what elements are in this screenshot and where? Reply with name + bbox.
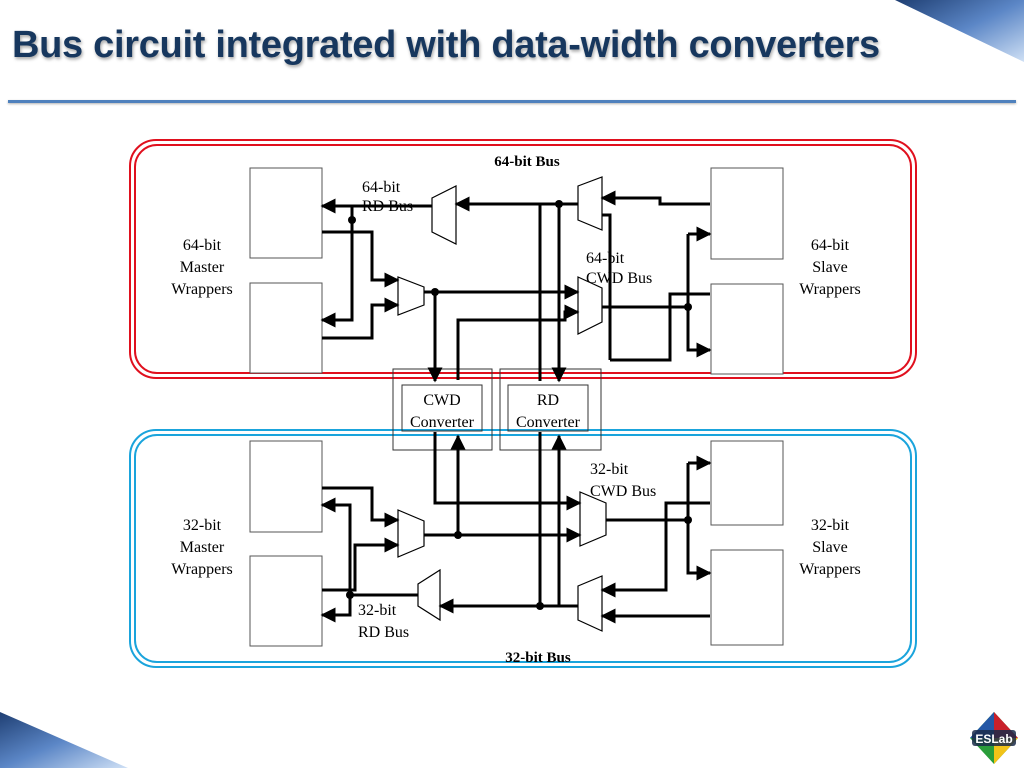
slave-wrapper-32-b [710,549,784,646]
slave-32-label-line3: Wrappers [799,561,861,578]
slave-64-label-line3: Wrappers [799,281,861,298]
junction-dots [346,200,692,610]
corner-decoration-top-right [895,0,1024,62]
mux-32-cwd-slave [579,491,607,547]
slave-64-label-line2: Slave [812,259,848,276]
corner-decoration-bottom-left [0,712,128,768]
title-divider [8,100,1016,103]
rd-converter-label-line2: Converter [516,414,581,431]
slave-wrapper-32-a [710,440,784,526]
cwd-bus-64-label-line1: 64-bit [586,250,625,267]
cwd-converter-label-line2: Converter [410,414,475,431]
frame-64bit [129,139,917,379]
master-64-label-line3: Wrappers [171,281,233,298]
master-64-label-line2: Master [180,259,225,276]
master-32-label-line3: Wrappers [171,561,233,578]
eslab-logo: ESLab [970,712,1018,764]
cwd-converter-inner [401,384,483,432]
eslab-logo-text: ESLab [975,732,1012,746]
cwd-bus-32-label-line1: 32-bit [590,461,629,478]
mux-32-cwd-master [397,509,425,558]
cwd-converter-outer [392,368,493,451]
rd-bus-64-label-line1: 64-bit [362,179,401,196]
slave-64-label-line1: 64-bit [811,237,850,254]
slave-wrapper-64-b [710,283,784,375]
master-wrapper-32-a [249,440,323,533]
mux-64-cwd-master [397,276,425,316]
bus-wires [320,190,712,624]
rd-converter-outer [499,368,602,451]
slave-wrapper-64-a [710,167,784,260]
rd-converter-inner [507,384,589,432]
mux-32-rd-master [417,568,441,622]
mux-32-rd-slave [577,575,603,632]
rd-bus-64-label-line2: RD Bus [362,198,413,215]
cwd-converter-label-line1: CWD [423,392,460,409]
rd-converter-label-line1: RD [537,392,559,409]
master-32-label-line1: 32-bit [183,517,222,534]
master-wrapper-64-a [249,167,323,259]
cwd-bus-64-label-line2: CWD Bus [586,270,652,287]
slave-32-label-line1: 32-bit [811,517,850,534]
master-wrapper-32-b [249,555,323,647]
slide-title: Bus circuit integrated with data-width c… [12,24,880,66]
frame-32bit [129,429,917,668]
mux-64-rd-master [431,185,457,245]
rd-bus-32-label-line2: RD Bus [358,624,409,641]
master-32-label-line2: Master [180,539,225,556]
bus-64-title: 64-bit Bus [494,154,560,170]
master-wrapper-64-b [249,282,323,374]
master-64-label-line1: 64-bit [183,237,222,254]
bus-32-title: 32-bit Bus [505,650,571,666]
mux-64-rd-slave [577,176,603,231]
cwd-bus-32-label-line2: CWD Bus [590,483,656,500]
slave-32-label-line2: Slave [812,539,848,556]
rd-bus-32-label-line1: 32-bit [358,602,397,619]
